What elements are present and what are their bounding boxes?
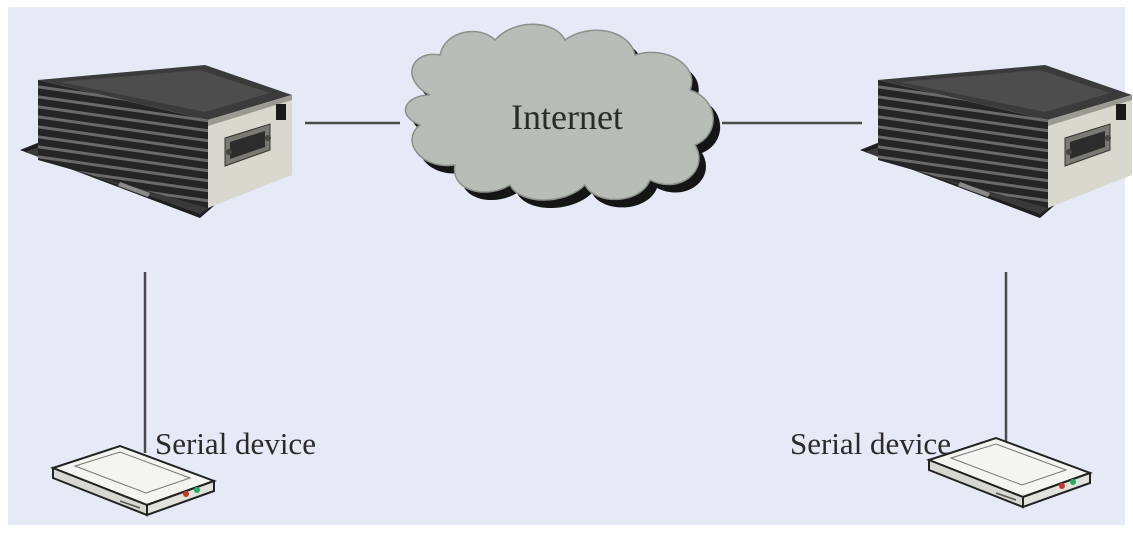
serial-device-right-icon xyxy=(926,436,1093,509)
internet-label: Internet xyxy=(511,97,623,137)
device-server-right-icon xyxy=(860,65,1132,218)
serial-device-right-label: Serial device xyxy=(790,426,951,461)
device-server-left-icon xyxy=(20,65,292,218)
connection-lines xyxy=(143,121,1008,453)
serial-device-left-icon xyxy=(50,444,217,517)
serial-device-left-label: Serial device xyxy=(155,426,316,461)
internet-cloud-icon xyxy=(404,23,721,208)
